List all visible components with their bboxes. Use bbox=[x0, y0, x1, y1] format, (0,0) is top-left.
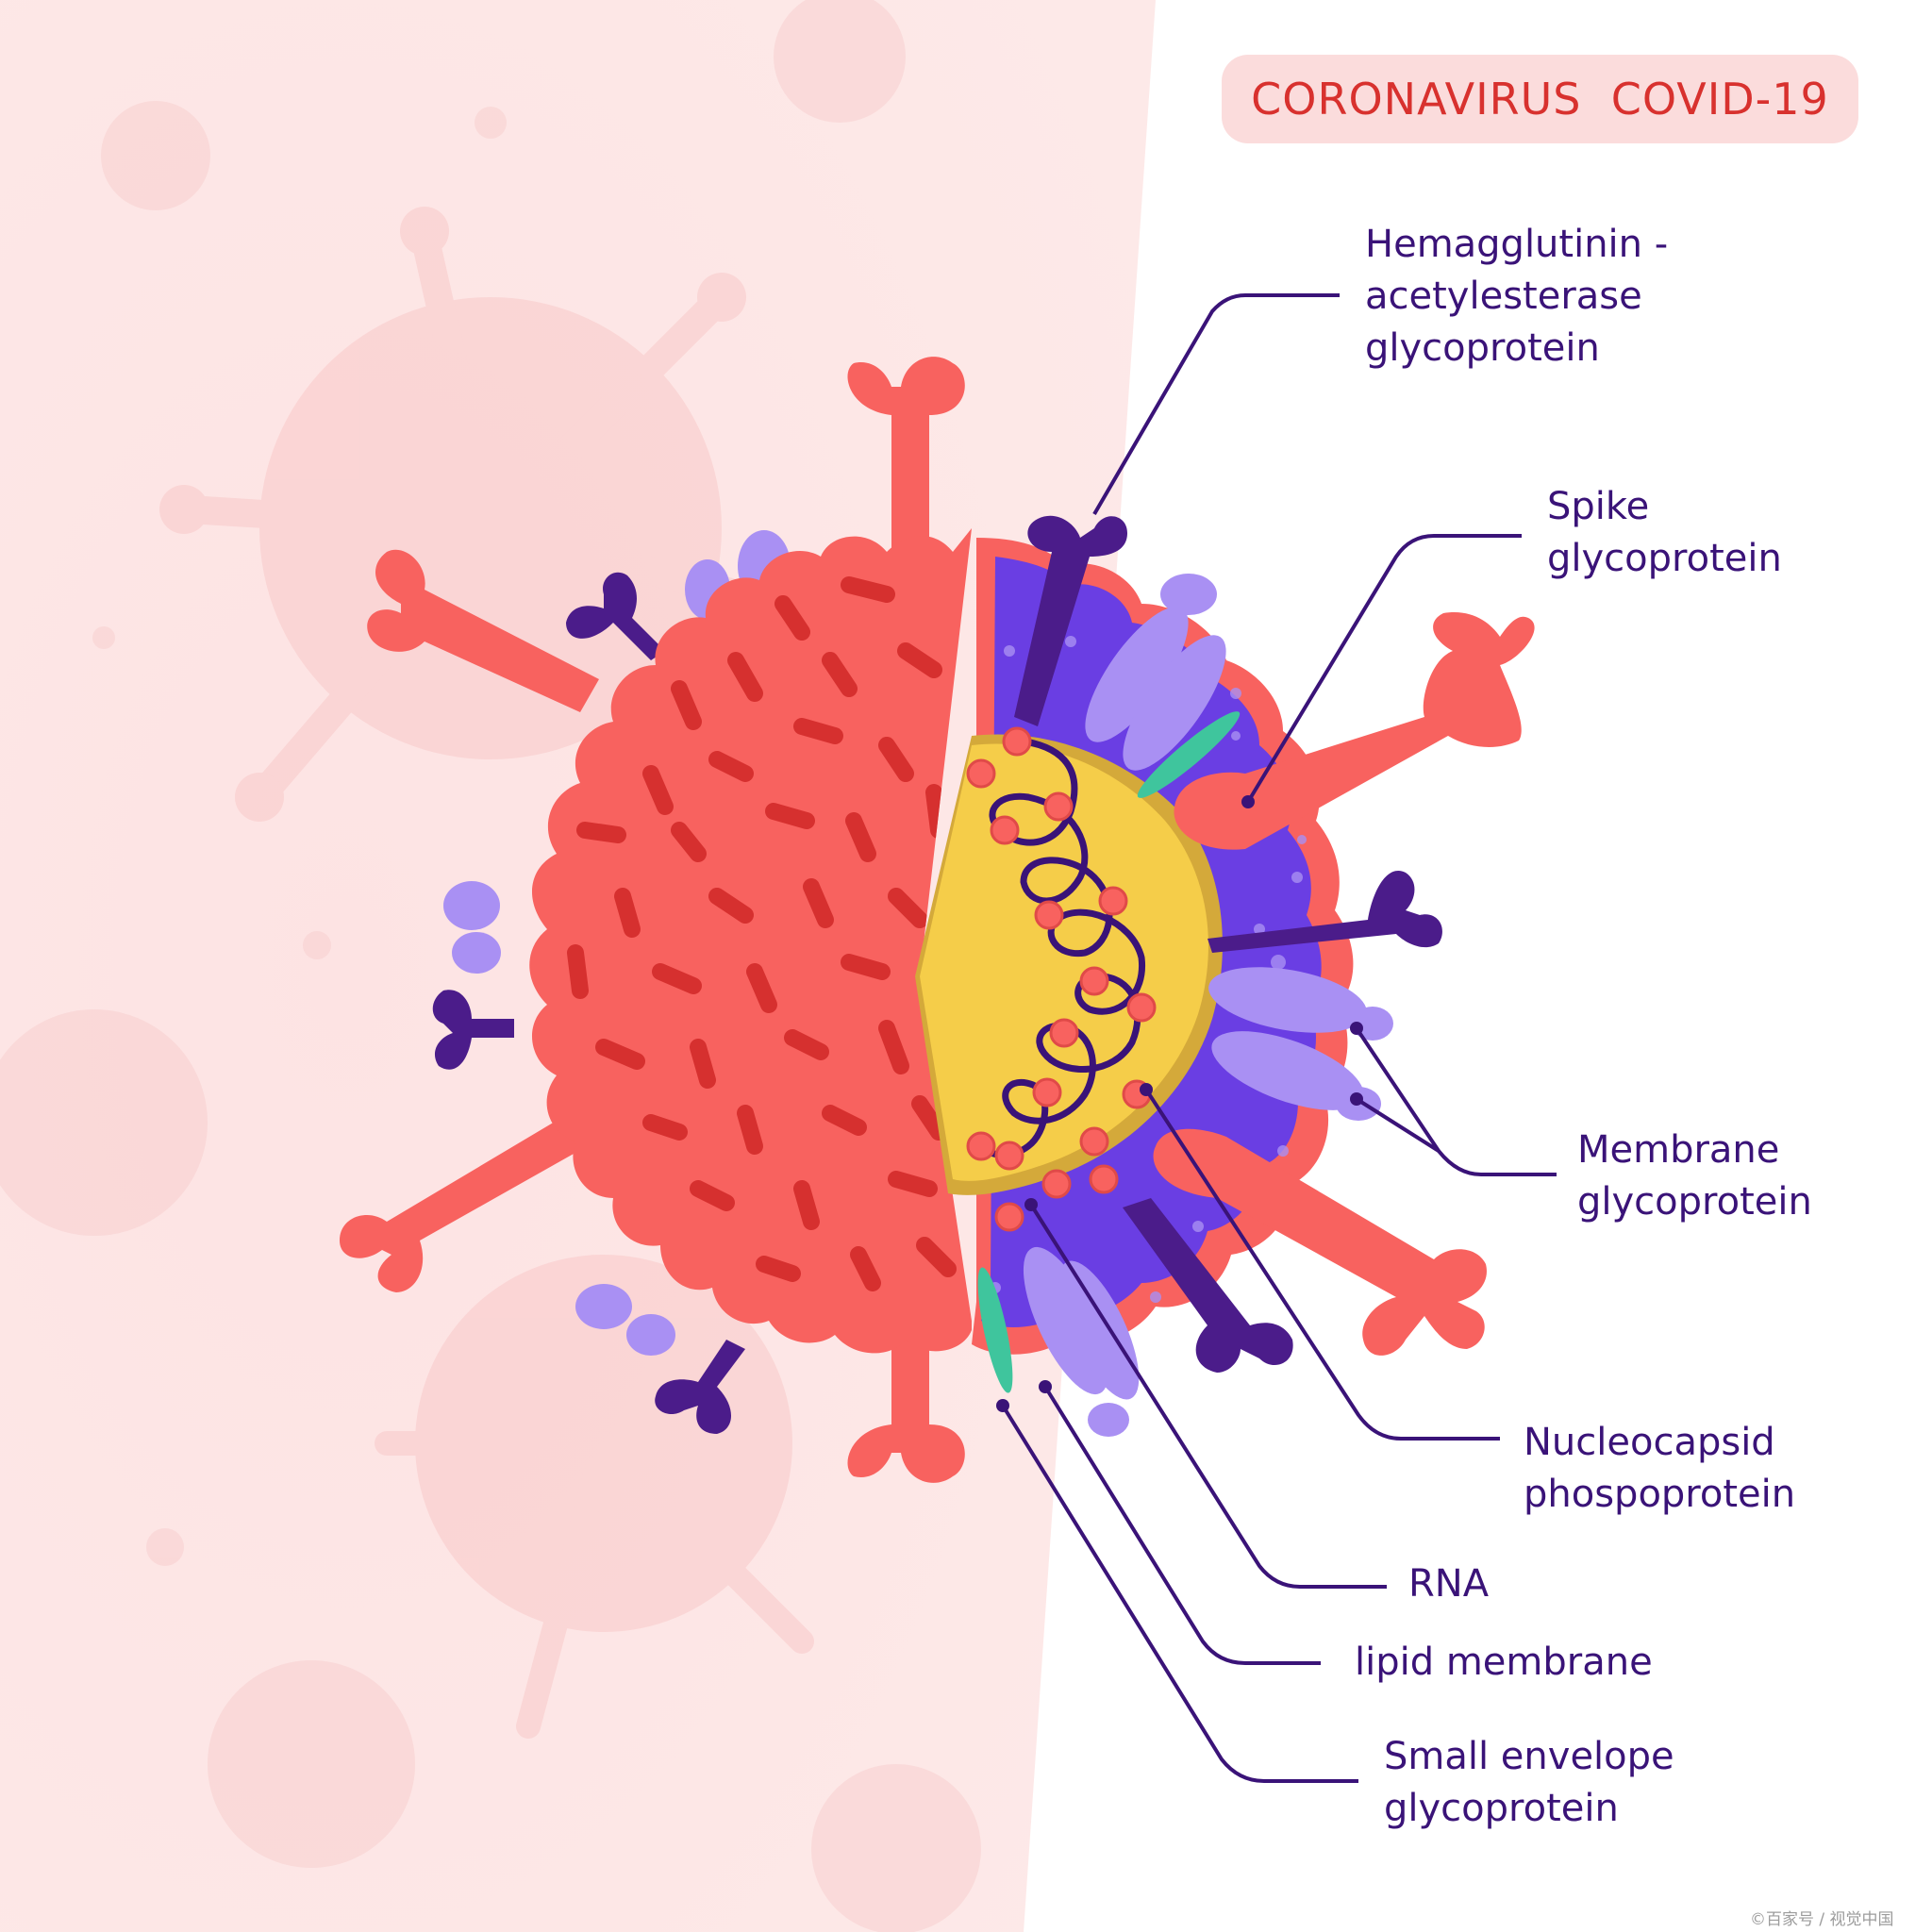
title-badge: CORONAVIRUS COVID-19 bbox=[1222, 55, 1858, 143]
title: CORONAVIRUS COVID-19 bbox=[1251, 74, 1829, 125]
label-small-envelope: Small envelope glycoprotein bbox=[1384, 1731, 1674, 1835]
leader-lines bbox=[1001, 293, 1557, 1783]
label-hemagglutinin-line2: acetylesterase bbox=[1365, 275, 1642, 318]
label-lipid-membrane: lipid membrane bbox=[1355, 1637, 1653, 1689]
label-hemagglutinin: Hemagglutinin - acetylesterase glycoprot… bbox=[1365, 219, 1668, 375]
background-virus-small bbox=[0, 0, 981, 1932]
label-hemagglutinin-line1: Hemagglutinin - bbox=[1365, 223, 1669, 266]
virus-exterior bbox=[340, 357, 972, 1483]
label-nucleocapsid: Nucleocapsid phospoprotein bbox=[1524, 1417, 1795, 1521]
label-spike-line2: glycoprotein bbox=[1547, 537, 1782, 580]
watermark: ©百家号 / 视觉中国 bbox=[1750, 1910, 1894, 1929]
label-envelope-line1: Small envelope bbox=[1384, 1735, 1674, 1778]
rna-strand bbox=[977, 737, 1146, 1158]
leader-line-endpoints bbox=[996, 795, 1363, 1412]
label-nucleocapsid-line1: Nucleocapsid bbox=[1524, 1421, 1775, 1464]
label-membrane-line2: glycoprotein bbox=[1577, 1180, 1812, 1224]
label-spike: Spike glycoprotein bbox=[1547, 481, 1782, 585]
background-virus-large-bottom bbox=[375, 1255, 814, 1739]
label-membrane-line1: Membrane bbox=[1577, 1128, 1780, 1172]
label-nucleocapsid-line2: phospoprotein bbox=[1524, 1473, 1796, 1516]
label-hemagglutinin-line3: glycoprotein bbox=[1365, 326, 1600, 370]
label-rna-line1: RNA bbox=[1408, 1562, 1490, 1606]
virus-body-exterior bbox=[529, 528, 972, 1354]
label-membrane: Membrane glycoprotein bbox=[1577, 1124, 1812, 1228]
virus-cross-section bbox=[915, 515, 1535, 1437]
label-lipid-line1: lipid membrane bbox=[1355, 1641, 1653, 1684]
label-spike-line1: Spike bbox=[1547, 485, 1650, 528]
label-rna: RNA bbox=[1408, 1558, 1489, 1610]
label-envelope-line2: glycoprotein bbox=[1384, 1787, 1619, 1830]
